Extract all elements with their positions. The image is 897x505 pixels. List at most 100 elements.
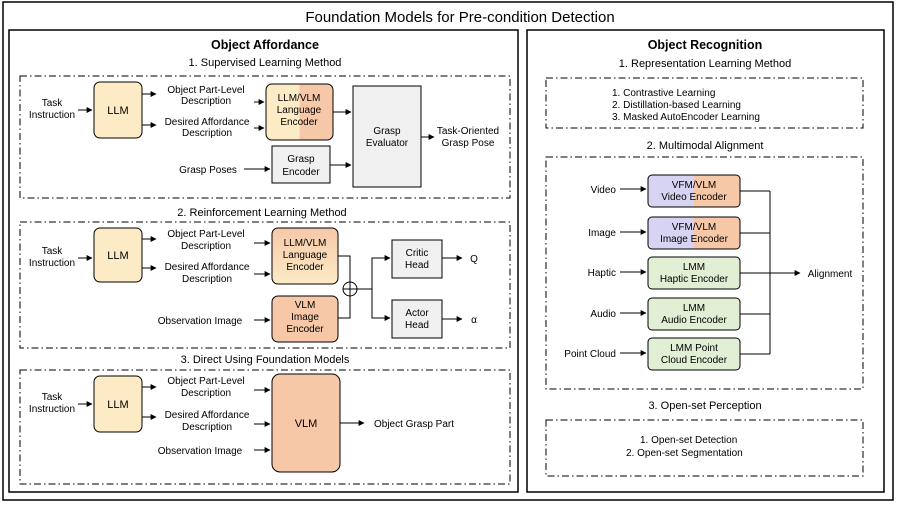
dm-task-instruction: Task Instruction: [29, 392, 75, 415]
mm-audio-enc-2: Audio Encoder: [661, 315, 727, 326]
direct-dashed-box: [19, 369, 511, 485]
sl-grasp-enc-1: Grasp: [287, 154, 315, 165]
sl-grasp-evaluator-box[interactable]: [352, 85, 422, 188]
openset-item-1: 1. Open-set Detection: [640, 435, 737, 446]
sl-afford-desc: Desired Affordance Description: [165, 117, 250, 139]
mm-video-enc-2: Video Encoder: [661, 192, 727, 203]
dm-output-label: Object Grasp Part: [374, 419, 454, 430]
rl-task-instruction: Task Instruction: [29, 246, 75, 269]
rl-afford-desc: Desired Affordance Description: [165, 262, 250, 285]
sl-lang-enc-2: Language: [277, 105, 322, 116]
representation-label: 1. Representation Learning Method: [619, 58, 791, 70]
representation-list: 1. Contrastive Learning 2. Distillation-…: [612, 88, 760, 123]
rl-critic-1: Critic: [406, 248, 429, 259]
sl-lang-enc-3: Encoder: [280, 117, 318, 128]
rl-actor-1: Actor: [405, 308, 429, 319]
sl-output-2: Grasp Pose: [442, 138, 495, 149]
dm-afford-desc-1: Desired Affordance: [165, 410, 250, 421]
mm-input-image: Image: [588, 228, 616, 239]
rl-actor-head-label: Actor Head: [405, 308, 429, 331]
rl-lang-enc-1: LLM/VLM: [284, 238, 327, 249]
rl-lang-enc-3: Encoder: [286, 262, 324, 273]
mm-audio-enc-1: LMM: [683, 303, 705, 314]
rl-img-enc-3: Encoder: [286, 324, 324, 335]
dm-part-desc-2: Description: [181, 388, 231, 399]
sl-grasp-evaluator-label: Grasp Evaluator: [366, 126, 409, 149]
rl-img-enc-2: Image: [291, 312, 319, 323]
rl-part-desc-1: Object Part-Level: [167, 229, 244, 240]
sl-grasp-encoder-label: Grasp Encoder: [282, 154, 320, 178]
rl-q-output: Q: [470, 254, 478, 265]
rl-llm-box[interactable]: [93, 227, 143, 283]
sl-grasp-eval-1: Grasp: [373, 126, 401, 137]
multimodal-label: 2. Multimodal Alignment: [647, 140, 764, 152]
reinforcement-dashed-box: [19, 221, 511, 349]
object-recognition-heading: Object Recognition: [648, 38, 763, 52]
supervised-label: 1. Supervised Learning Method: [189, 57, 342, 69]
sl-grasp-eval-2: Evaluator: [366, 138, 409, 149]
direct-label: 3. Direct Using Foundation Models: [181, 354, 350, 366]
sl-llm-label: LLM: [107, 105, 128, 117]
fusion-plus-icon: [342, 281, 358, 297]
rl-critic-head-box[interactable]: [391, 239, 443, 279]
rl-img-enc-1: VLM: [295, 300, 316, 311]
dm-afford-desc-2: Description: [182, 422, 232, 433]
rl-alpha-output: α: [471, 315, 477, 326]
dm-llm-label: LLM: [107, 399, 128, 411]
rl-lang-enc-2: Language: [283, 250, 328, 261]
dm-task-1: Task: [42, 392, 64, 403]
mm-video-encoder-label: VFM/VLM Video Encoder: [661, 180, 727, 203]
mm-input-pointcloud: Point Cloud: [564, 349, 616, 360]
sl-part-desc-1: Object Part-Level: [167, 85, 244, 96]
rl-observation-image-label: Observation Image: [158, 316, 243, 327]
rl-actor-2: Head: [405, 320, 429, 331]
mm-merge-connector: [740, 190, 771, 355]
mm-alignment-output: Alignment: [808, 269, 853, 280]
dm-vlm-label: VLM: [295, 418, 318, 430]
sl-output-1: Task-Oriented: [437, 126, 499, 137]
rl-task-1: Task: [42, 246, 64, 257]
supervised-dashed-box: [19, 75, 511, 199]
mm-image-enc-1: VFM/VLM: [672, 222, 716, 233]
reinforcement-label: 2. Reinforcement Learning Method: [177, 207, 346, 219]
rl-part-desc-2: Description: [181, 241, 231, 252]
sl-task-line-2: Instruction: [29, 110, 75, 121]
mm-audio-encoder-label: LMM Audio Encoder: [661, 303, 727, 326]
representation-item-1: 1. Contrastive Learning: [612, 88, 715, 99]
dm-task-2: Instruction: [29, 404, 75, 415]
mm-pointcloud-enc-2: Cloud Encoder: [661, 355, 728, 366]
openset-dashed-box: [545, 419, 864, 477]
rl-critic-head-label: Critic Head: [405, 248, 429, 271]
rl-task-2: Instruction: [29, 258, 75, 269]
openset-label: 3. Open-set Perception: [648, 400, 761, 412]
rl-afford-desc-1: Desired Affordance: [165, 262, 250, 273]
sl-llm-box[interactable]: [93, 81, 143, 139]
rl-language-encoder-label: LLM/VLM Language Encoder: [283, 238, 328, 273]
mm-input-video: Video: [591, 185, 617, 196]
sl-lang-enc-1: LLM/VLM: [278, 93, 321, 104]
dm-llm-box[interactable]: [93, 375, 143, 433]
dm-part-desc-1: Object Part-Level: [167, 376, 244, 387]
dm-part-desc: Object Part-Level Description: [167, 376, 244, 399]
rl-afford-desc-2: Description: [182, 274, 232, 285]
mm-pointcloud-enc-1: LMM Point: [670, 343, 718, 354]
rl-image-encoder-box[interactable]: [271, 295, 339, 343]
sl-part-desc: Object Part-Level Description: [167, 85, 244, 107]
supervised-task-instruction: Task Instruction: [29, 98, 75, 121]
multimodal-dashed-box: [545, 156, 864, 390]
dm-afford-desc: Desired Affordance Description: [165, 410, 250, 433]
rl-actor-head-box[interactable]: [391, 299, 443, 339]
sl-grasp-enc-2: Encoder: [282, 167, 320, 178]
rl-critic-2: Head: [405, 260, 429, 271]
sl-output: Task-Oriented Grasp Pose: [437, 126, 499, 149]
rl-llm-label: LLM: [107, 250, 128, 262]
mm-image-encoder-label: VFM/VLM Image Encoder: [660, 222, 728, 245]
mm-pointcloud-encoder-label: LMM Point Cloud Encoder: [661, 343, 728, 366]
sl-grasp-poses-label: Grasp Poses: [179, 165, 237, 176]
object-affordance-panel: [8, 29, 519, 493]
sl-afford-desc-2: Description: [182, 128, 232, 139]
rl-part-desc: Object Part-Level Description: [167, 229, 244, 252]
mm-image-enc-2: Image Encoder: [660, 234, 728, 245]
